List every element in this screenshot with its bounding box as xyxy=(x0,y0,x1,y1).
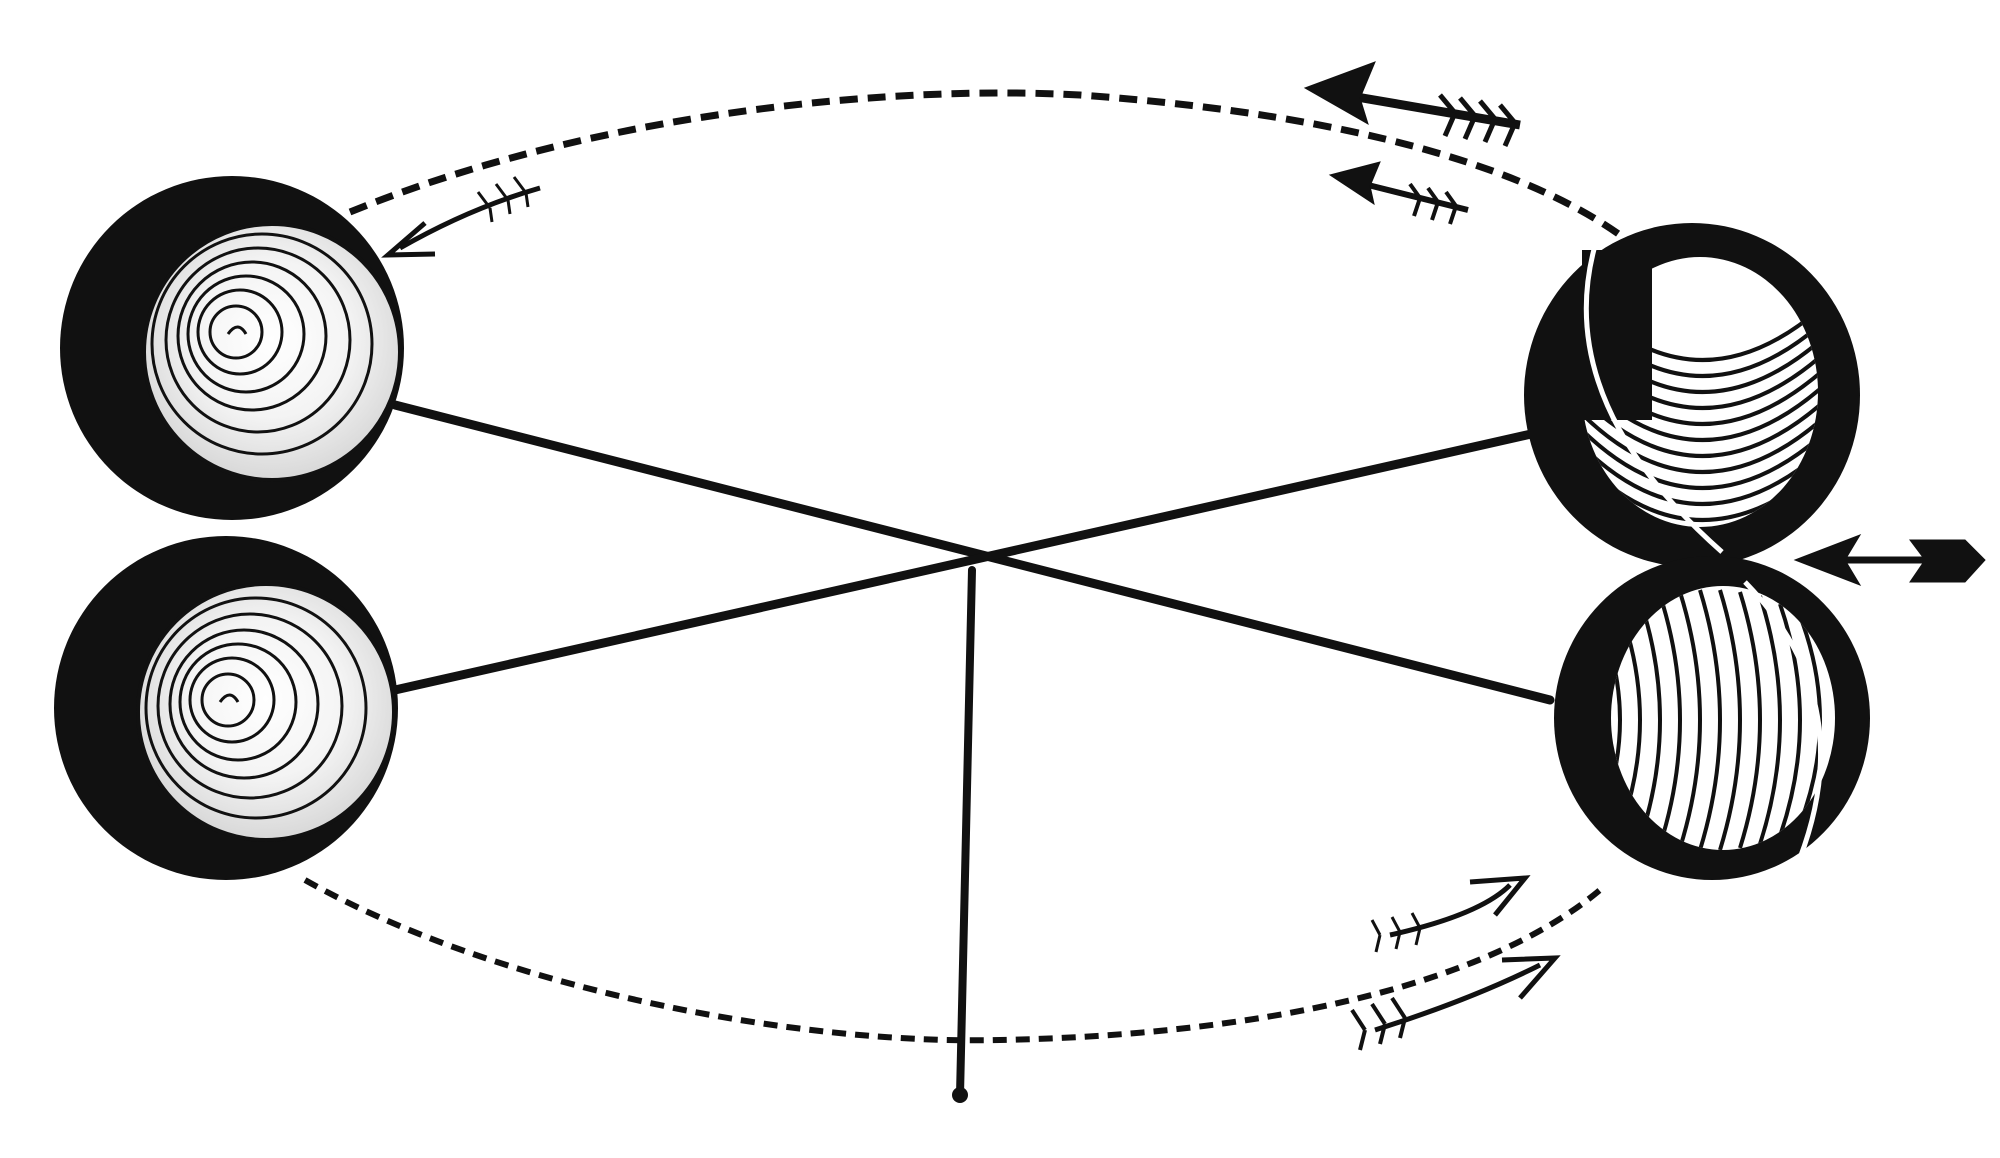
arrow-upper-left xyxy=(381,176,541,258)
arrow-top-small xyxy=(1328,161,1469,225)
rotation-path-top xyxy=(348,89,1623,238)
cup-lower-left xyxy=(54,536,398,880)
vertical-spindle xyxy=(956,566,976,1099)
arm-lower-left-to-upper-right xyxy=(390,427,1545,695)
cup-upper-left xyxy=(60,176,404,520)
spindle-tip xyxy=(952,1087,968,1103)
arm-upper-left-to-lower-right xyxy=(390,400,1555,705)
arrow-bottom-1 xyxy=(1370,875,1531,953)
cross-arms xyxy=(390,400,1555,1099)
cup-lower-right xyxy=(1554,556,1870,880)
arrow-wind-right xyxy=(1793,534,1986,586)
arrow-bottom-2 xyxy=(1350,955,1561,1051)
rotation-path-bottom xyxy=(303,877,1602,1044)
cup-upper-right xyxy=(1524,223,1860,567)
arrow-top-large xyxy=(1303,61,1521,147)
